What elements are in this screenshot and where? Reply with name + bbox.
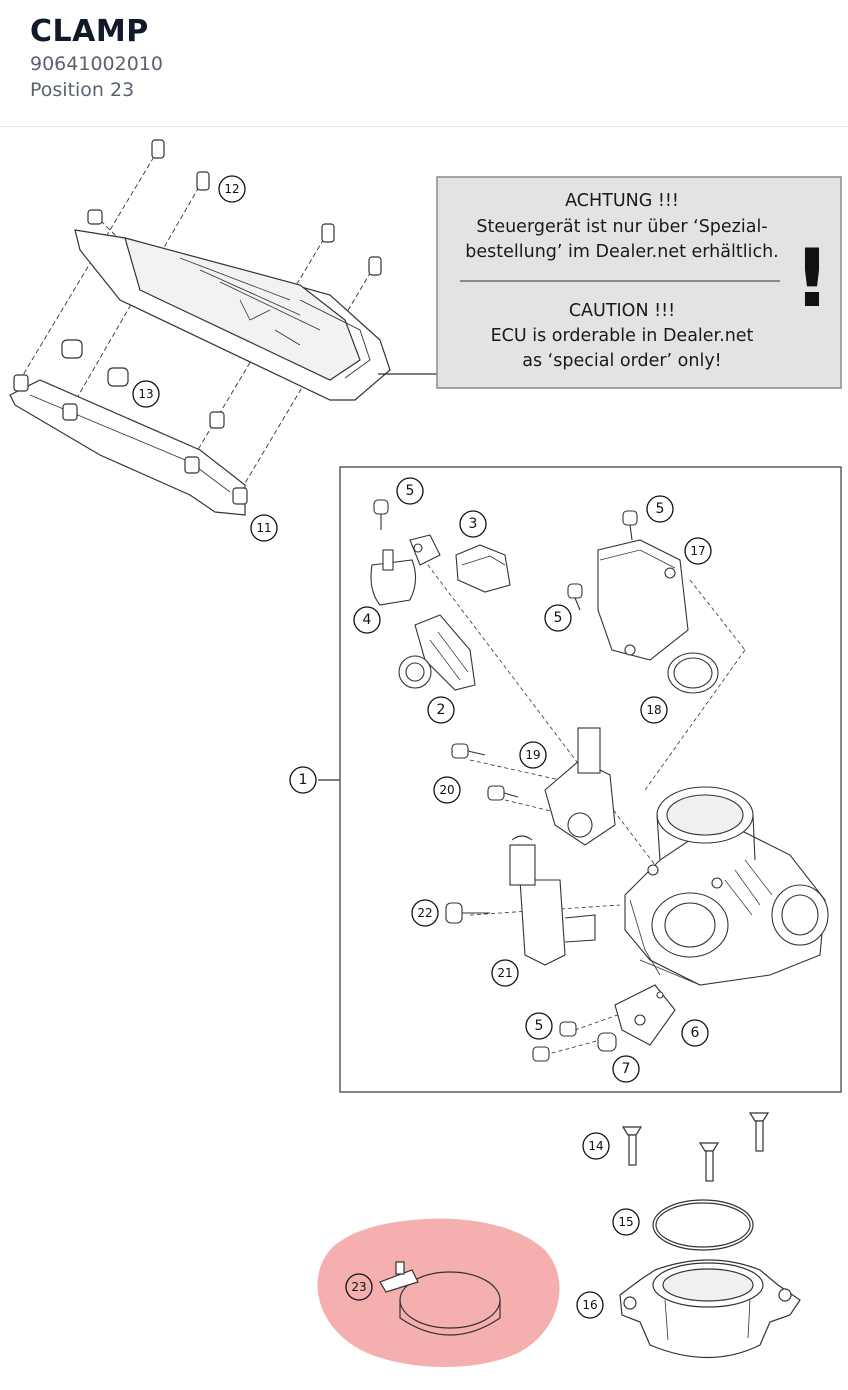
notice-english-line-1: ECU is orderable in Dealer.net xyxy=(491,326,754,346)
part-position: Position 23 xyxy=(30,79,135,101)
part-title: CLAMP xyxy=(30,14,149,49)
throttle-body-assembly xyxy=(370,499,829,1062)
callout-1: 1 xyxy=(299,772,308,788)
callout-6: 6 xyxy=(691,1025,700,1041)
callout-16: 16 xyxy=(582,1298,597,1312)
ecu-assembly xyxy=(9,139,437,516)
part-header: CLAMP 90641002010 Position 23 xyxy=(0,0,848,127)
callout-5: 5 xyxy=(535,1018,544,1034)
callout-7: 7 xyxy=(622,1061,631,1077)
callout-2: 2 xyxy=(437,702,446,718)
notice-english-heading: CAUTION !!! xyxy=(569,301,675,321)
callout-14: 14 xyxy=(588,1139,603,1153)
callout-17: 17 xyxy=(690,544,705,558)
callout-18: 18 xyxy=(646,703,661,717)
callout-5: 5 xyxy=(656,501,665,517)
callout-13: 13 xyxy=(138,387,153,401)
intake-adapter-assembly xyxy=(619,1112,801,1358)
callout-19: 19 xyxy=(525,748,540,762)
callout-12: 12 xyxy=(224,182,239,196)
callout-5: 5 xyxy=(554,610,563,626)
callout-11: 11 xyxy=(256,521,271,535)
callout-5: 5 xyxy=(406,483,415,499)
callout-3: 3 xyxy=(469,516,478,532)
callout-20: 20 xyxy=(439,783,454,797)
callout-4: 4 xyxy=(363,612,372,628)
callout-15: 15 xyxy=(618,1215,633,1229)
clamp-part[interactable] xyxy=(379,1261,501,1336)
callout-circles xyxy=(132,175,712,1319)
notice-german-line-2: bestellung’ im Dealer.net erhältlich. xyxy=(465,242,778,262)
exploded-parts-diagram: 1 2 3 4 5 5 5 5 6 7 11 12 13 14 15 16 17… xyxy=(9,139,842,1367)
notice-german-heading: ACHTUNG !!! xyxy=(565,191,679,211)
callout-22: 22 xyxy=(417,906,432,920)
ecu-notice-text: ACHTUNG !!! Steuergerät ist nur über ‘Sp… xyxy=(465,191,830,371)
warning-exclamation-icon: ! xyxy=(794,232,830,325)
notice-english-line-2: as ‘special order’ only! xyxy=(522,351,721,371)
notice-german-line-1: Steuergerät ist nur über ‘Spezial- xyxy=(476,217,767,237)
part-number: 90641002010 xyxy=(30,53,163,75)
callout-21: 21 xyxy=(497,966,512,980)
callout-23[interactable]: 23 xyxy=(351,1280,366,1294)
ecu-notice-box xyxy=(436,176,842,389)
selected-part-highlight[interactable] xyxy=(317,1218,560,1367)
